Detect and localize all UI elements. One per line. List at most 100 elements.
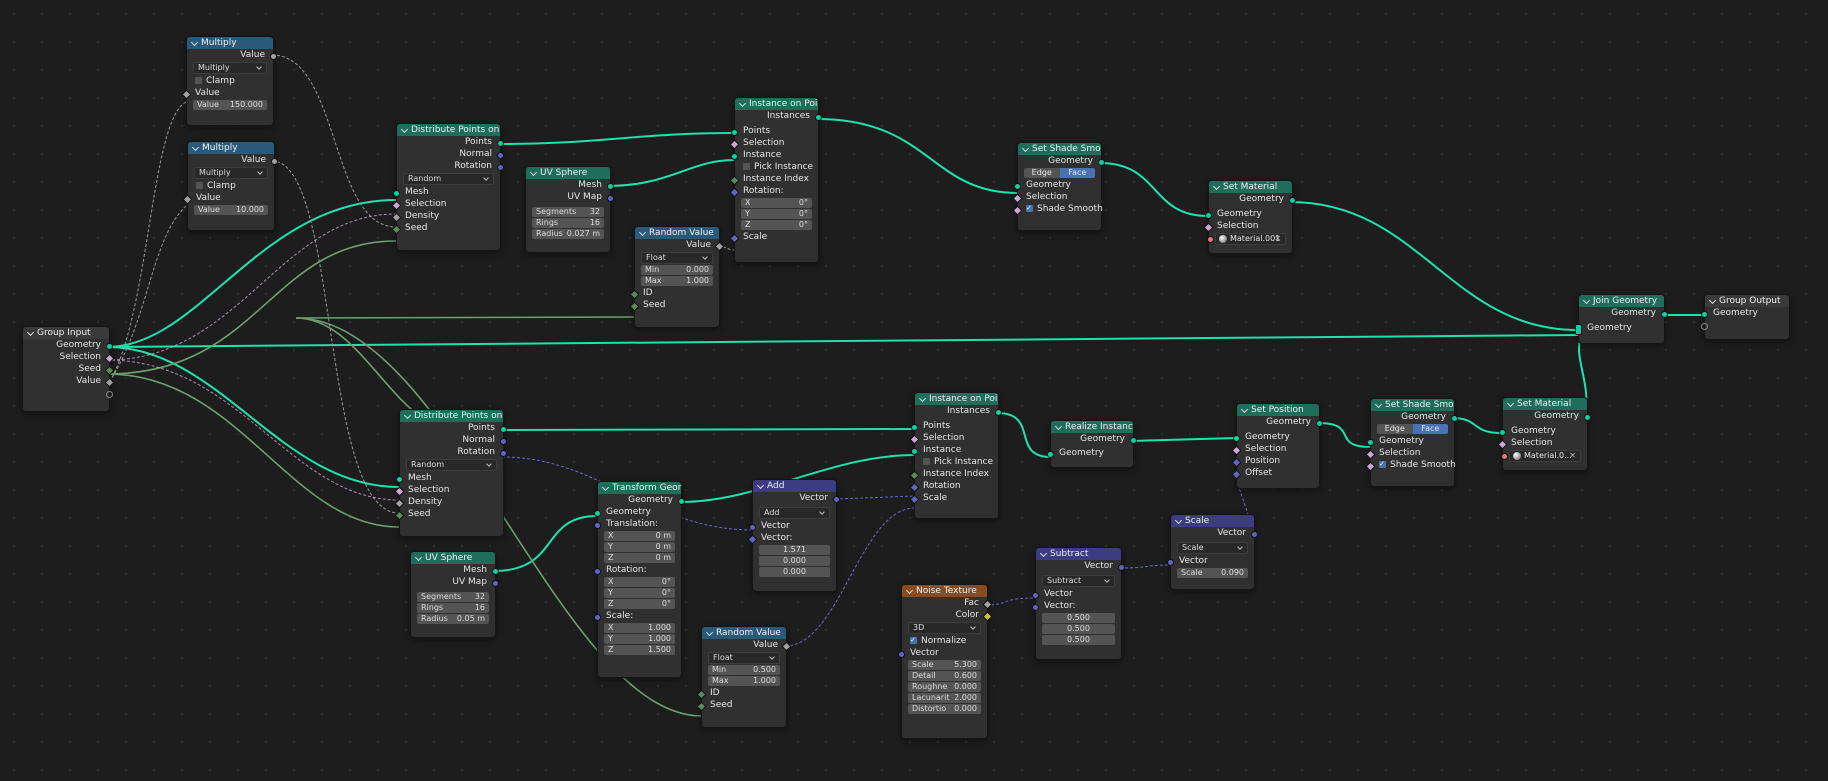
socket[interactable] — [104, 365, 115, 375]
socket[interactable] — [594, 509, 601, 517]
checkbox-icon[interactable] — [923, 458, 930, 465]
socket[interactable] — [696, 701, 707, 711]
socket[interactable] — [1661, 310, 1668, 318]
node-header[interactable]: Random Value — [635, 227, 719, 239]
socket[interactable] — [1205, 211, 1212, 219]
socket[interactable] — [1499, 428, 1506, 436]
socket[interactable] — [607, 182, 614, 190]
socket[interactable] — [500, 449, 507, 457]
node-header[interactable]: Set Material — [1503, 398, 1587, 410]
node-header[interactable]: Set Shade Smooth — [1371, 399, 1454, 411]
socket[interactable] — [911, 423, 918, 431]
socket[interactable] — [1501, 453, 1508, 460]
edge-option[interactable]: Edge — [1024, 168, 1060, 178]
checkbox-icon[interactable] — [195, 77, 202, 84]
socket[interactable] — [391, 212, 402, 222]
socket[interactable] — [1014, 182, 1021, 190]
socket[interactable] — [909, 494, 920, 504]
socket[interactable] — [1207, 236, 1214, 243]
socket[interactable] — [393, 189, 400, 197]
set-material-node-1[interactable]: Set Material Geometry Geometry Selection… — [1203, 180, 1296, 254]
operation-dropdown[interactable]: Subtract — [1042, 575, 1115, 587]
transform-geometry-node[interactable]: Transform Geometry Geometry Geometry Tra… — [594, 481, 685, 678]
vector-subtract-node[interactable]: Subtract Vector Subtract Vector Vector: … — [1032, 547, 1125, 660]
socket[interactable] — [909, 482, 920, 492]
socket[interactable] — [729, 175, 740, 185]
shade-smooth-checkbox[interactable]: Shade Smooth — [1365, 458, 1456, 471]
socket[interactable] — [391, 224, 402, 234]
socket[interactable] — [1365, 449, 1376, 459]
socket[interactable] — [394, 486, 405, 496]
node-header[interactable]: Add — [753, 480, 836, 492]
clamp-checkbox[interactable]: Clamp — [187, 75, 273, 87]
socket[interactable] — [729, 233, 740, 243]
socket[interactable] — [678, 497, 685, 505]
instance-on-points-node-1[interactable]: Instance on Points Instances Points Sele… — [729, 97, 822, 263]
socket[interactable] — [629, 301, 640, 311]
socket[interactable] — [909, 434, 920, 444]
clear-icon[interactable]: ✕ — [1569, 451, 1576, 460]
vector-x-field[interactable]: 0.500 — [1042, 613, 1115, 623]
checkbox-icon[interactable] — [743, 163, 750, 170]
vector-x-field[interactable]: 1.571 — [759, 545, 830, 555]
socket[interactable] — [1032, 591, 1039, 599]
node-header[interactable]: UV Sphere — [526, 167, 610, 179]
node-header[interactable]: Distribute Points on Faces — [397, 124, 500, 136]
socket[interactable] — [1118, 563, 1125, 571]
socket[interactable] — [1316, 419, 1323, 427]
vector-y-field[interactable]: 0.500 — [1042, 624, 1115, 634]
checkbox-icon[interactable] — [196, 182, 203, 189]
socket[interactable] — [1701, 310, 1708, 318]
socket[interactable] — [1289, 196, 1296, 204]
socket[interactable] — [1098, 158, 1105, 166]
node-header[interactable]: Instance on Points — [915, 393, 998, 405]
operation-dropdown[interactable]: Multiply — [194, 167, 268, 179]
face-option[interactable]: Face — [1412, 424, 1448, 434]
socket[interactable] — [833, 495, 840, 503]
material-selector[interactable]: Material.001✕ — [1207, 233, 1286, 245]
type-dropdown[interactable]: Float — [641, 252, 713, 264]
pick-instance-checkbox[interactable]: Pick Instance — [735, 161, 818, 173]
node-header[interactable]: Join Geometry — [1579, 295, 1664, 307]
socket[interactable] — [729, 139, 740, 149]
distribute-points-node-2[interactable]: Distribute Points on Faces Points Normal… — [394, 409, 507, 537]
realize-instances-node[interactable]: Realize Instances Geometry Geometry — [1047, 420, 1137, 468]
node-header[interactable]: Distribute Points on Faces — [400, 410, 503, 422]
edge-option[interactable]: Edge — [1377, 424, 1413, 434]
socket[interactable] — [394, 498, 405, 508]
socket[interactable] — [909, 470, 920, 480]
socket[interactable] — [181, 89, 192, 99]
socket[interactable] — [182, 194, 193, 204]
vector-z-field[interactable]: 0.500 — [1042, 635, 1115, 645]
socket[interactable] — [898, 650, 905, 658]
node-header[interactable]: Subtract — [1036, 548, 1121, 560]
socket[interactable] — [500, 437, 507, 445]
multiply-node-1[interactable]: Multiply Value Multiply Clamp Value Valu… — [181, 36, 277, 126]
socket[interactable] — [492, 579, 499, 587]
socket[interactable] — [104, 377, 115, 387]
set-material-node-2[interactable]: Set Material Geometry Geometry Selection… — [1497, 397, 1591, 471]
face-option[interactable]: Face — [1059, 168, 1095, 178]
pick-instance-checkbox[interactable]: Pick Instance — [915, 456, 998, 468]
